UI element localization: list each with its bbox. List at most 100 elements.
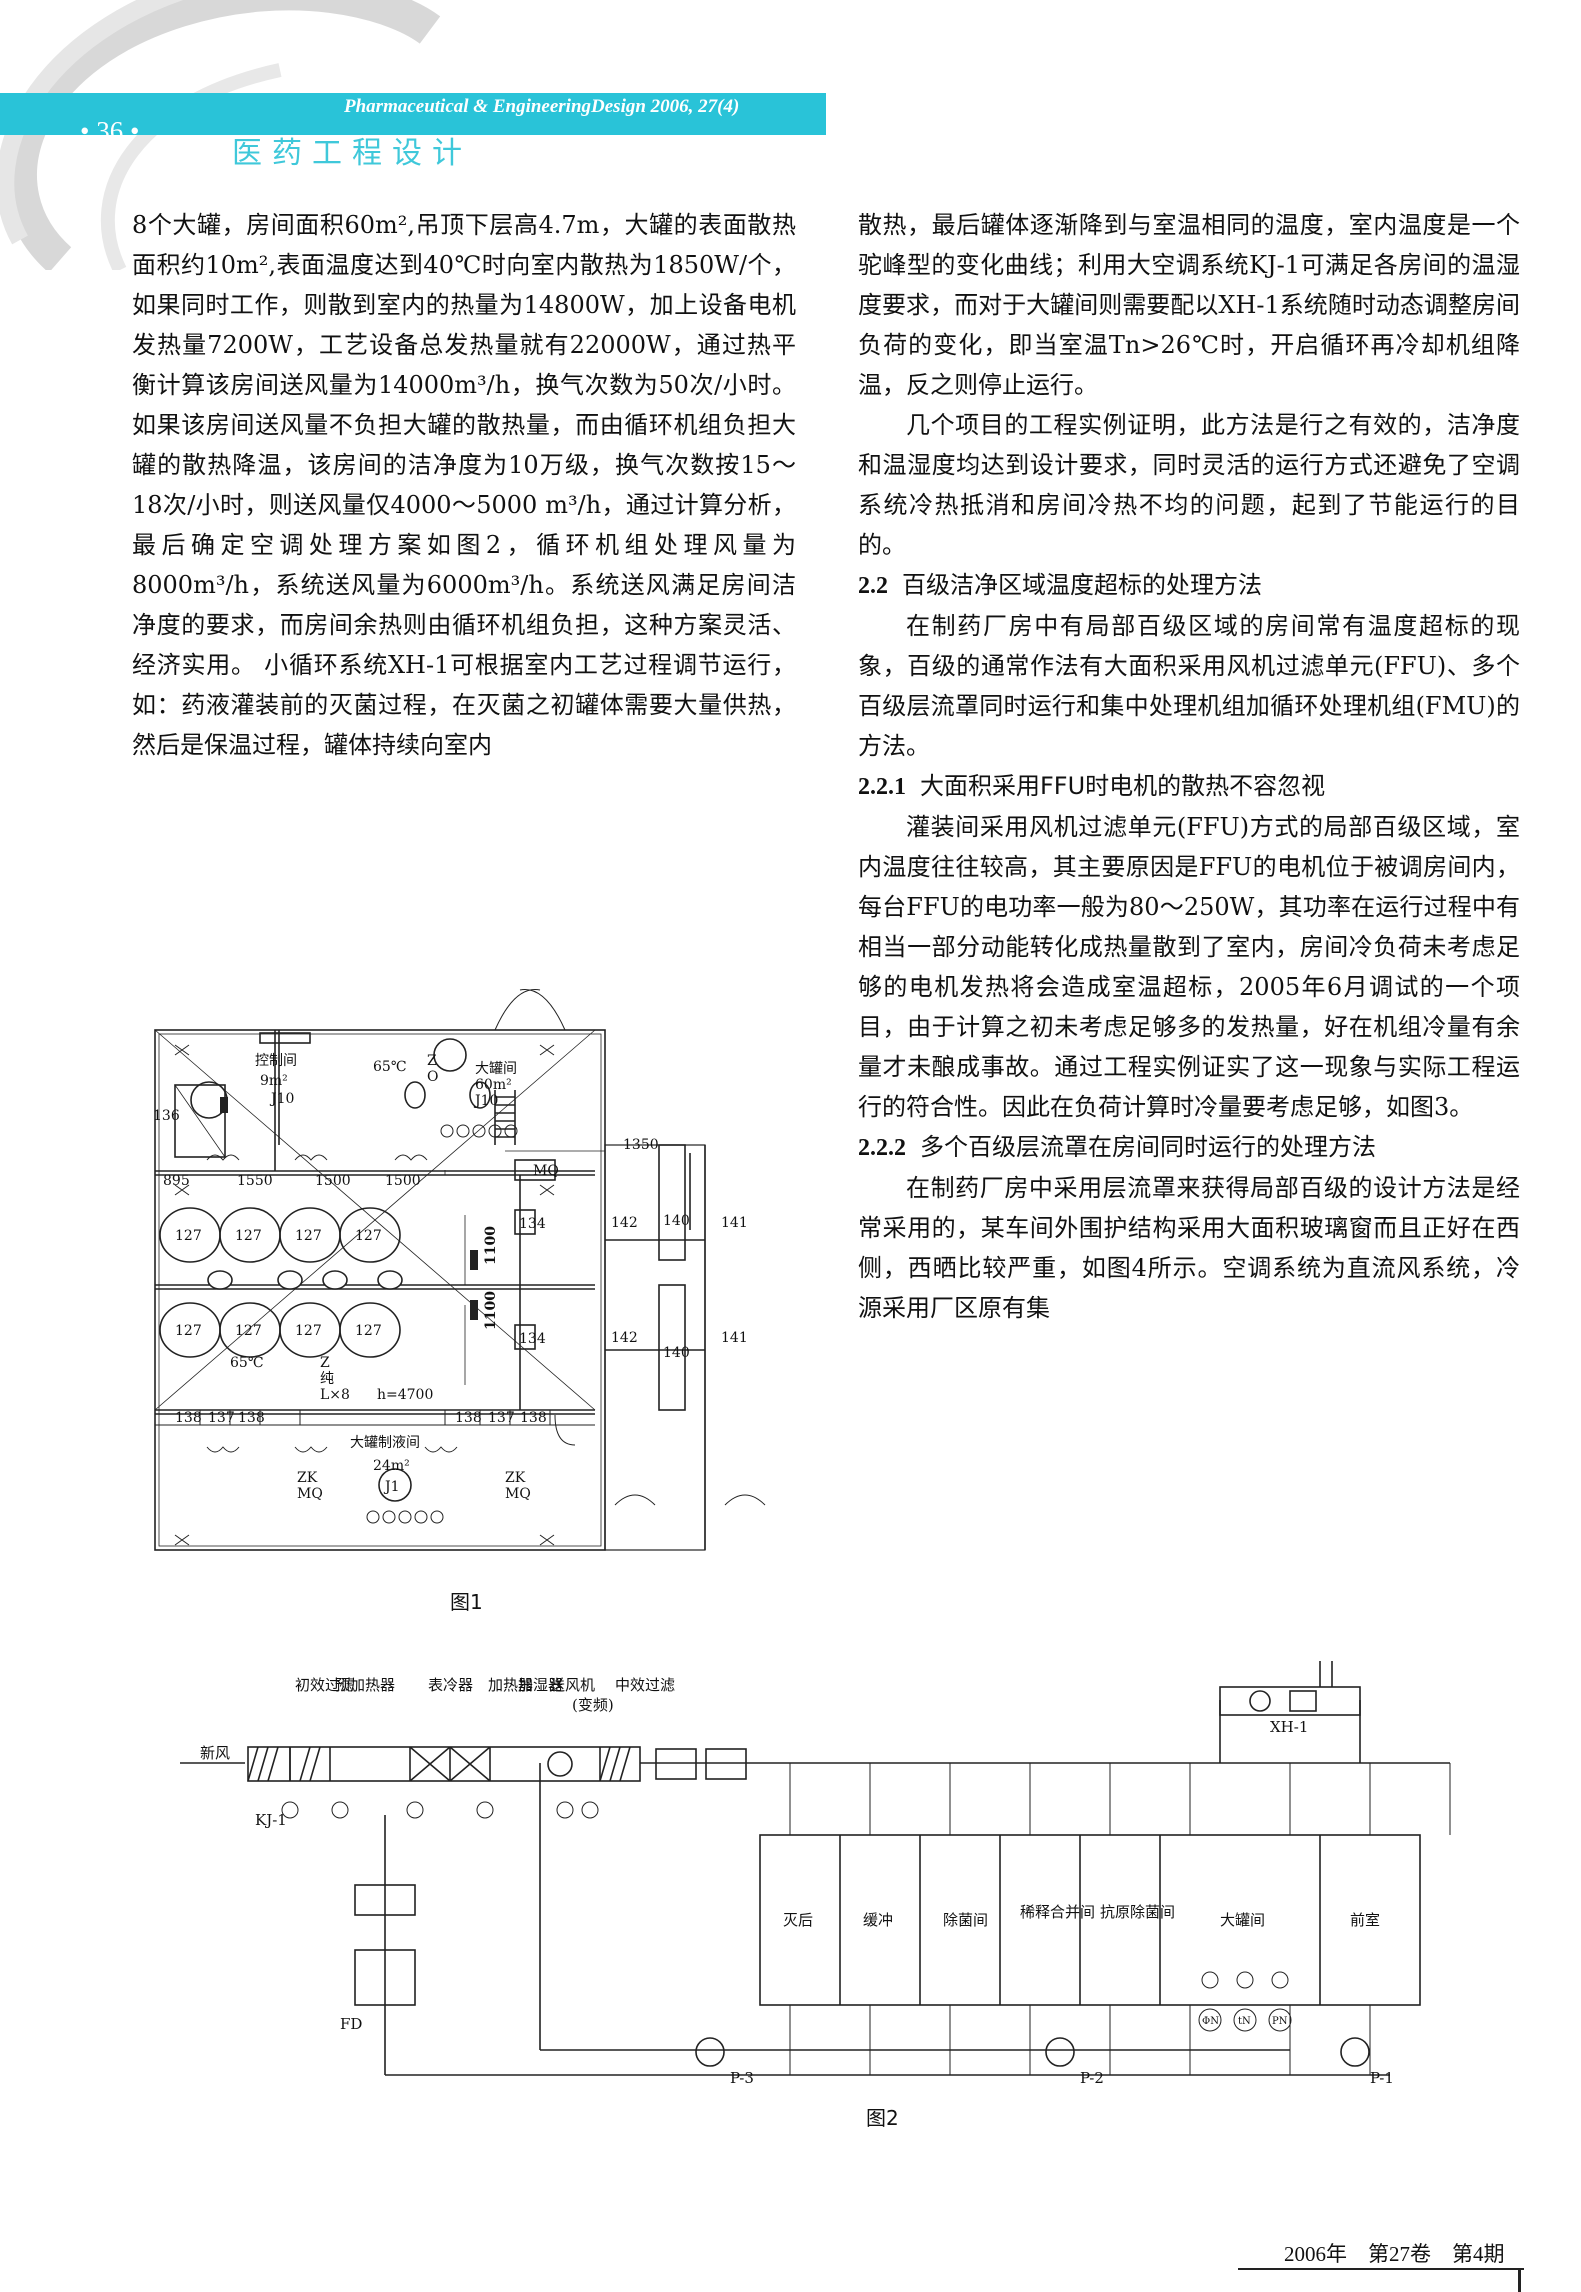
svg-text:141: 141: [721, 1330, 748, 1346]
right-column: 散热，最后罐体逐渐降到与室温相同的温度，室内温度是一个驼峰型的变化曲线；利用大空…: [858, 205, 1520, 1328]
svg-text:138: 138: [520, 1410, 547, 1426]
svg-text:表冷器: 表冷器: [428, 1676, 473, 1694]
svg-text:新风: 新风: [200, 1744, 230, 1762]
svg-text:ΦN: ΦN: [1202, 2016, 1219, 2027]
svg-text:送风机: 送风机: [550, 1676, 595, 1694]
svg-text:P-1: P-1: [1370, 2069, 1394, 2087]
svg-text:tN: tN: [1238, 2016, 1251, 2027]
svg-text:138: 138: [455, 1410, 482, 1426]
svg-text:中效过滤: 中效过滤: [615, 1676, 675, 1694]
svg-text:稀释合并间: 稀释合并间: [1020, 1903, 1095, 1921]
svg-text:1350: 1350: [623, 1137, 659, 1153]
svg-text:142: 142: [611, 1330, 638, 1346]
svg-text:P-2: P-2: [1080, 2069, 1104, 2087]
svg-text:Z: Z: [427, 1053, 437, 1069]
svg-text:抗原除菌间: 抗原除菌间: [1100, 1903, 1175, 1921]
footer-issue-info: 2006年 第27卷 第4期: [1284, 2242, 1505, 2266]
svg-text:J10: J10: [269, 1091, 294, 1107]
svg-text:缓冲: 缓冲: [863, 1911, 893, 1929]
svg-text:PN: PN: [1272, 2016, 1288, 2027]
svg-text:初效过滤: 初效过滤: [295, 1676, 355, 1694]
page-number: • 36 •: [80, 116, 140, 146]
header-swirl-decoration: [0, 0, 441, 270]
svg-text:前室: 前室: [1350, 1911, 1380, 1929]
svg-text:大罐间: 大罐间: [475, 1061, 517, 1077]
svg-text:大罐制液间: 大罐制液间: [350, 1435, 420, 1451]
svg-text:MQ: MQ: [505, 1486, 531, 1502]
svg-text:1500: 1500: [385, 1173, 421, 1189]
svg-text:大罐间: 大罐间: [1220, 1911, 1265, 1929]
svg-text:MQ: MQ: [533, 1163, 559, 1179]
svg-text:1100: 1100: [483, 1291, 499, 1330]
svg-text:138: 138: [238, 1410, 265, 1426]
left-column: 8个大罐，房间面积60m²,吊顶下层高4.7m，大罐的表面散热面积约10m²,表…: [132, 205, 796, 765]
svg-text:134: 134: [519, 1216, 546, 1232]
svg-text:ZK: ZK: [505, 1470, 526, 1486]
svg-text:127: 127: [355, 1228, 382, 1244]
svg-text:24m²: 24m²: [373, 1458, 410, 1474]
svg-text:纯: 纯: [320, 1371, 334, 1387]
svg-text:P-3: P-3: [730, 2069, 754, 2087]
svg-text:137: 137: [208, 1410, 235, 1426]
svg-text:J1: J1: [383, 1479, 400, 1495]
header-bar: [0, 93, 826, 135]
svg-text:O: O: [427, 1069, 438, 1085]
svg-text:(变频): (变频): [572, 1696, 614, 1714]
svg-text:127: 127: [175, 1228, 202, 1244]
svg-text:ZK: ZK: [297, 1470, 318, 1486]
svg-text:127: 127: [235, 1228, 262, 1244]
svg-text:FD: FD: [340, 2015, 362, 2033]
journal-title-en: Pharmaceutical & EngineeringDesign 2006,…: [344, 96, 740, 117]
svg-text:灭后: 灭后: [783, 1911, 813, 1929]
figure-1-caption: 图1: [450, 1590, 483, 1614]
svg-text:136: 136: [153, 1108, 180, 1124]
svg-text:127: 127: [175, 1323, 202, 1339]
svg-text:60m²: 60m²: [475, 1077, 512, 1093]
svg-text:J10: J10: [473, 1093, 498, 1109]
footer-corner-rule: [1518, 2268, 1521, 2292]
svg-text:142: 142: [611, 1215, 638, 1231]
footer-rule: [1238, 2268, 1524, 2270]
paragraph-1: 散热，最后罐体逐渐降到与室温相同的温度，室内温度是一个驼峰型的变化曲线；利用大空…: [858, 211, 1520, 399]
svg-text:140: 140: [663, 1213, 690, 1229]
svg-text:137: 137: [488, 1410, 515, 1426]
svg-text:127: 127: [355, 1323, 382, 1339]
svg-text:1100: 1100: [483, 1226, 499, 1265]
svg-text:XH-1: XH-1: [1270, 1718, 1308, 1736]
svg-text:1500: 1500: [315, 1173, 351, 1189]
svg-text:除菌间: 除菌间: [943, 1911, 988, 1929]
svg-text:138: 138: [175, 1410, 202, 1426]
figure-2-caption: 图2: [866, 2106, 899, 2130]
svg-text:127: 127: [295, 1323, 322, 1339]
svg-text:65℃: 65℃: [230, 1355, 263, 1371]
paragraph-4: 灌装间采用风机过滤单元(FFU)方式的局部百级区域，室内温度往往较高，其主要原因…: [858, 813, 1520, 1121]
svg-text:h=4700: h=4700: [377, 1387, 433, 1403]
svg-text:127: 127: [235, 1323, 262, 1339]
paragraph-3: 在制药厂房中有局部百级区域的房间常有温度超标的现象，百级的通常作法有大面积采用风…: [858, 612, 1520, 760]
svg-text:140: 140: [663, 1345, 690, 1361]
svg-text:Z: Z: [320, 1355, 330, 1371]
svg-text:127: 127: [295, 1228, 322, 1244]
svg-text:控制间: 控制间: [255, 1053, 297, 1069]
svg-text:预加热器: 预加热器: [335, 1676, 395, 1694]
svg-text:加湿器: 加湿器: [518, 1676, 563, 1694]
svg-text:895: 895: [163, 1173, 190, 1189]
svg-text:MQ: MQ: [297, 1486, 323, 1502]
paragraph-2: 几个项目的工程实例证明，此方法是行之有效的，洁净度和温湿度均达到设计要求，同时灵…: [858, 411, 1520, 559]
svg-text:9m²: 9m²: [260, 1073, 288, 1089]
svg-text:1550: 1550: [237, 1173, 273, 1189]
svg-text:加热器: 加热器: [488, 1676, 533, 1694]
left-paragraph: 8个大罐，房间面积60m²,吊顶下层高4.7m，大罐的表面散热面积约10m²,表…: [132, 211, 796, 759]
figure-2-air-system-diagram: 新风 KJ-1 FD XH-1 灭后 缓冲 除菌间 稀释合并间 抗原除菌间 大罐…: [180, 1661, 1451, 2087]
svg-text:L×8: L×8: [320, 1387, 350, 1403]
svg-text:134: 134: [519, 1331, 546, 1347]
journal-title-cn: 医药工程设计: [232, 136, 472, 171]
svg-text:KJ-1: KJ-1: [255, 1811, 287, 1829]
svg-text:141: 141: [721, 1215, 748, 1231]
figure-1-floor-plan: 136 控制间 9m² J10 大罐间 60m² J10 65℃ Z O 135…: [153, 989, 766, 1551]
svg-text:65℃: 65℃: [373, 1059, 406, 1075]
paragraph-5: 在制药厂房中采用层流罩来获得局部百级的设计方法是经常采用的，某车间外围护结构采用…: [858, 1174, 1520, 1322]
